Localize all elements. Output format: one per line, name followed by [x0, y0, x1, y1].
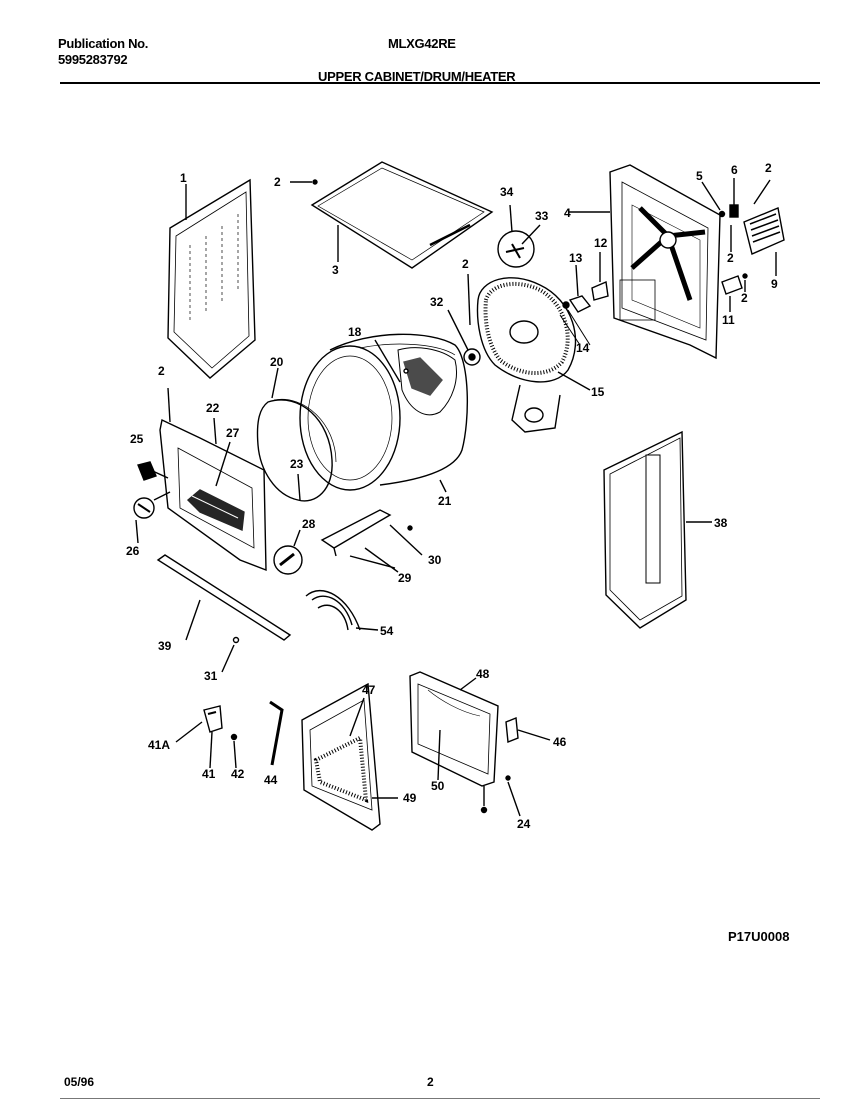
callout-30: 30 [428, 553, 442, 567]
part-bearing [447, 273, 481, 366]
callout-2: 2 [765, 161, 772, 175]
callout-23: 23 [290, 457, 304, 471]
callout-46: 46 [553, 735, 567, 749]
callout-38: 38 [714, 516, 728, 530]
part-wire-harness [305, 590, 379, 631]
publication-label: Publication No. [58, 36, 149, 51]
section-title: UPPER CABINET/DRUM/HEATER [318, 69, 516, 84]
callout-26: 26 [126, 544, 140, 558]
callout-15: 15 [591, 385, 605, 399]
publication-number: 5995283792 [58, 52, 128, 67]
callout-18: 18 [348, 325, 362, 339]
callout-2: 2 [462, 257, 469, 271]
callout-44: 44 [264, 773, 278, 787]
callout-2: 2 [274, 175, 281, 189]
part-drum [299, 333, 468, 493]
part-door-switch [133, 461, 171, 544]
figure-code: P17U0008 [728, 929, 790, 944]
callout-12: 12 [594, 236, 608, 250]
callout-14: 14 [576, 341, 590, 355]
callout-1: 1 [180, 171, 187, 185]
callout-39: 39 [158, 639, 172, 653]
part-hinge-rod [269, 700, 284, 766]
callout-32: 32 [430, 295, 444, 309]
part-side-panel [167, 178, 256, 379]
part-outer-door [409, 671, 521, 817]
callout-48: 48 [476, 667, 490, 681]
part-bracket [320, 509, 423, 573]
part-front-panel-strip [156, 554, 292, 673]
callout-2: 2 [741, 291, 748, 305]
callout-9: 9 [771, 277, 778, 291]
callout-47: 47 [362, 683, 376, 697]
callout-2: 2 [727, 251, 734, 265]
model-number: MLXG42RE [388, 36, 456, 51]
callout-49: 49 [403, 791, 417, 805]
part-right-side-panel [603, 430, 712, 629]
callout-42: 42 [231, 767, 245, 781]
callout-25: 25 [130, 432, 144, 446]
publication-date: 05/96 [64, 1075, 95, 1089]
part-inner-door [301, 682, 398, 831]
part-top-panel [290, 161, 494, 269]
callout-6: 6 [731, 163, 738, 177]
callout-41: 41 [202, 767, 216, 781]
footer-rule [60, 1098, 820, 1099]
callout-13: 13 [569, 251, 583, 265]
page-number: 2 [427, 1075, 434, 1089]
callout-11: 11 [722, 313, 735, 327]
callout-3: 3 [332, 263, 339, 277]
part-drum-seal [256, 367, 337, 502]
callout-33: 33 [535, 209, 549, 223]
callout-29: 29 [398, 571, 412, 585]
callout-4: 4 [564, 206, 571, 220]
callout-2: 2 [158, 364, 165, 378]
callout-21: 21 [438, 494, 452, 508]
callout-28: 28 [302, 517, 316, 531]
callout-54: 54 [380, 624, 394, 638]
part-door-strike [505, 717, 551, 743]
callout-50: 50 [431, 779, 445, 793]
part-bulkhead-hardware [701, 178, 785, 312]
callout-27: 27 [226, 426, 240, 440]
callout-20: 20 [270, 355, 284, 369]
callout-24: 24 [517, 817, 531, 831]
callout-22: 22 [206, 401, 220, 415]
part-thermostat-fittings [559, 252, 609, 346]
part-rear-bulkhead [568, 164, 721, 360]
callout-31: 31 [204, 669, 218, 683]
part-bracket-41 [175, 705, 238, 769]
header-rule [60, 82, 820, 84]
callout-5: 5 [696, 169, 703, 183]
part-roller-assembly [497, 204, 541, 268]
part-front-bulkhead [159, 387, 267, 572]
part-thermal-fuse [273, 529, 303, 575]
callout-34: 34 [500, 185, 514, 199]
callout-41a: 41A [148, 738, 170, 752]
part-heater-housing [476, 277, 591, 433]
